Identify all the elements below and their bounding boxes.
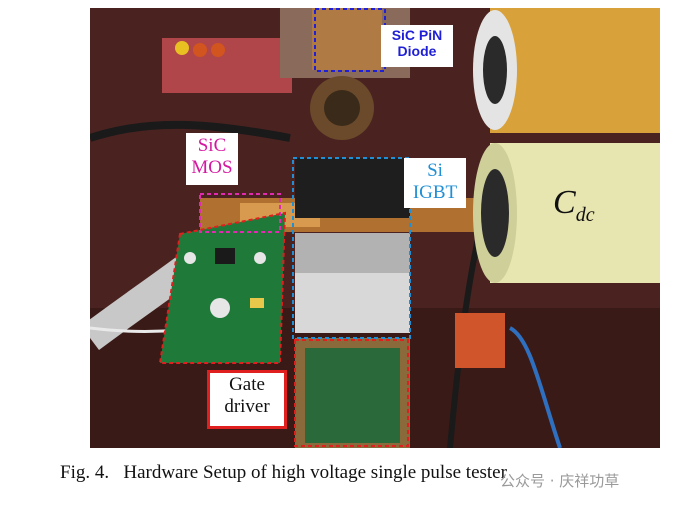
label-cdc-main: C xyxy=(553,184,576,221)
label-si-igbt: Si IGBT xyxy=(404,158,466,208)
hardware-photo: SiC PiN Diode SiC MOS Si IGBT Cdc Gate d… xyxy=(90,8,660,448)
driver-box-2 xyxy=(294,339,409,447)
mos-box xyxy=(199,193,281,233)
driver-box-1 xyxy=(158,211,287,364)
figure-caption: Fig. 4. Hardware Setup of high voltage s… xyxy=(60,462,507,483)
label-sic-pin-diode: SiC PiN Diode xyxy=(381,25,453,67)
photo-illustration xyxy=(90,8,660,448)
blue-cable xyxy=(508,326,562,448)
label-cdc: Cdc xyxy=(553,183,625,227)
capacitor-top xyxy=(490,8,660,133)
label-cdc-sub: dc xyxy=(575,203,595,226)
capacitor-cdc xyxy=(490,143,660,283)
driver-pcb xyxy=(160,213,285,363)
diode-module xyxy=(312,8,382,70)
label-sic-mos: SiC MOS xyxy=(186,133,238,185)
watermark: 公众号 · 庆祥功草 xyxy=(500,472,620,490)
igbt-box xyxy=(292,157,411,339)
label-gate-driver: Gate driver xyxy=(207,370,287,429)
heatsink xyxy=(295,158,410,218)
